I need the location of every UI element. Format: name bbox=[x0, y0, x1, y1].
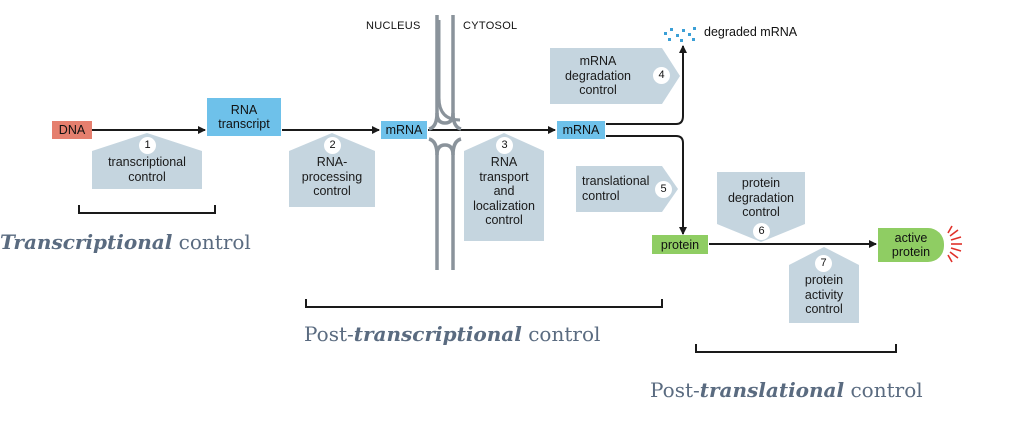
control-6-shape bbox=[717, 172, 805, 242]
caption-post-translational-prefix: Post- bbox=[650, 378, 700, 402]
control-3-number: 3 bbox=[496, 137, 513, 154]
nuclear-membrane bbox=[428, 15, 462, 270]
control-7-number: 7 bbox=[815, 255, 832, 272]
control-3-shape bbox=[464, 133, 544, 241]
caption-post-translational-bold: translational bbox=[699, 378, 845, 402]
degraded-mrna-dots bbox=[664, 27, 696, 42]
control-4-shape bbox=[550, 48, 680, 104]
control-1-number: 1 bbox=[139, 137, 156, 154]
arrow-mrna-to-protein bbox=[606, 135, 687, 235]
bracket-transcriptional bbox=[78, 205, 216, 214]
control-7-shape bbox=[789, 247, 859, 323]
active-protein-node: active protein bbox=[878, 228, 944, 262]
bracket-post-transcriptional bbox=[305, 299, 663, 308]
active-burst-icon bbox=[947, 225, 962, 263]
control-2-number: 2 bbox=[324, 137, 341, 154]
nuclear-envelope-left bbox=[437, 20, 461, 122]
control-6-label: protein degradation control bbox=[727, 176, 795, 219]
caption-post-transcriptional-rest: control bbox=[521, 322, 601, 346]
control-5-shape bbox=[576, 166, 678, 212]
cytosol-label: CYTOSOL bbox=[463, 20, 518, 32]
control-6-number: 6 bbox=[753, 223, 770, 240]
control-5-label: translational control bbox=[582, 174, 650, 203]
control-1-shape bbox=[92, 133, 202, 189]
control-4-number: 4 bbox=[653, 67, 670, 84]
caption-post-transcriptional-bold: transcriptional bbox=[353, 322, 522, 346]
caption-post-translational-rest: control bbox=[844, 378, 923, 402]
dna-node: DNA bbox=[52, 121, 92, 139]
caption-post-transcriptional-prefix: Post- bbox=[304, 322, 354, 346]
control-4-label: mRNA degradation control bbox=[564, 54, 632, 97]
protein-node: protein bbox=[652, 235, 708, 254]
degraded-mrna-label: degraded mRNA bbox=[704, 25, 798, 39]
nucleus-label: NUCLEUS bbox=[366, 20, 421, 32]
arrow-mrna-to-degraded bbox=[606, 45, 687, 125]
mrna-nucleus-node: mRNA bbox=[381, 121, 427, 139]
control-2-label: RNA- processing control bbox=[301, 155, 363, 198]
caption-post-translational: Post-translational control bbox=[650, 378, 923, 402]
control-3-label: RNA transport and localization control bbox=[473, 155, 535, 227]
control-1-label: transcriptional control bbox=[108, 155, 186, 184]
mrna-cytosol-node: mRNA bbox=[557, 121, 605, 139]
caption-transcriptional: Transcriptional control bbox=[0, 230, 251, 254]
control-5-number: 5 bbox=[655, 181, 672, 198]
caption-post-transcriptional: Post-transcriptional control bbox=[304, 322, 600, 346]
bracket-post-translational bbox=[695, 344, 897, 353]
caption-transcriptional-bold: Transcriptional bbox=[0, 230, 173, 254]
control-7-label: protein activity control bbox=[804, 273, 844, 316]
caption-transcriptional-rest: control bbox=[172, 230, 251, 254]
control-2-shape bbox=[289, 133, 375, 207]
rna-transcript-node: RNA transcript bbox=[207, 98, 281, 136]
